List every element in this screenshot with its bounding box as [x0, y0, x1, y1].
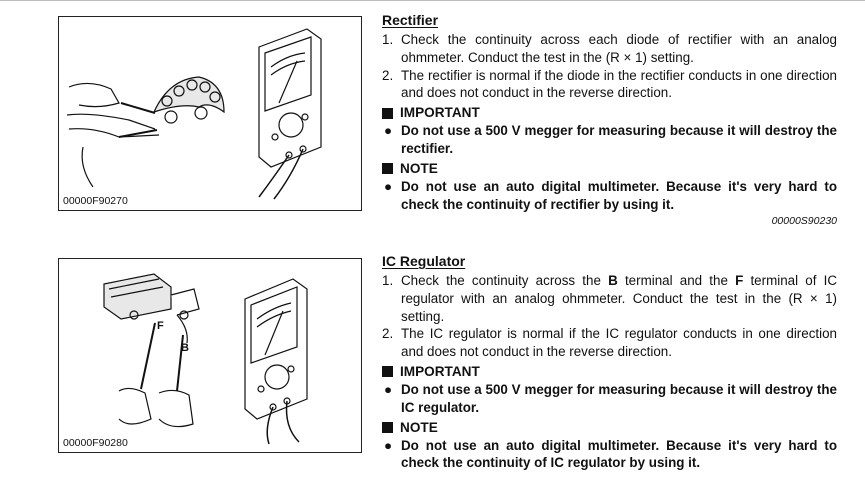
step-text: The rectifier is normal if the diode in …	[401, 67, 837, 101]
steps-list: 1. Check the continuity across each diod…	[382, 31, 837, 102]
ic-regulator-test-illustration: F B	[103, 273, 308, 445]
note-label-text: NOTE	[400, 160, 438, 176]
figure-code: 00000F90270	[63, 195, 128, 207]
step-text: Check the continuity across each diode o…	[401, 32, 837, 65]
step-number: 2.	[382, 67, 394, 83]
square-bullet-icon	[382, 163, 393, 175]
terminal-b: B	[608, 273, 618, 288]
top-rule	[0, 0, 865, 1]
rectifier-test-illustration	[66, 28, 322, 200]
bullet-icon: ●	[384, 381, 393, 397]
steps-list: 1. Check the continuity across the B ter…	[382, 272, 837, 361]
important-label: IMPORTANT	[382, 363, 837, 381]
step-item: 1. Check the continuity across the B ter…	[382, 272, 837, 325]
note-text: Do not use an auto digital multimeter. B…	[401, 437, 837, 471]
important-text: Do not use a 500 V megger for measuring …	[401, 123, 837, 156]
step-number: 2.	[382, 326, 394, 342]
bullet-icon: ●	[384, 123, 393, 139]
step-text: terminal of IC regulator with an analog …	[401, 273, 838, 324]
ic-regulator-test-figure: F B 00000F90280	[58, 258, 362, 453]
note-label-text: NOTE	[400, 419, 438, 435]
section-heading: Rectifier	[382, 12, 439, 28]
important-text: Do not use a 500 V megger for measuring …	[401, 381, 837, 415]
bullet-icon: ●	[384, 178, 393, 194]
step-item: 1. Check the continuity across each diod…	[382, 31, 837, 67]
important-item: ● Do not use a 500 V megger for measurin…	[382, 381, 837, 417]
step-text: The IC regulator is normal if the IC reg…	[401, 326, 837, 360]
rectifier-section: Rectifier 1. Check the continuity across…	[382, 12, 837, 227]
terminal-f: F	[735, 273, 744, 288]
square-bullet-icon	[382, 366, 393, 378]
figure-code: 00000F90280	[63, 437, 128, 449]
terminal-f-label: F	[157, 320, 164, 332]
terminal-b-label: B	[181, 342, 189, 354]
important-item: ● Do not use a 500 V megger for measurin…	[382, 122, 837, 158]
note-item: ● Do not use an auto digital multimeter.…	[382, 437, 837, 473]
step-item: 2. The rectifier is normal if the diode …	[382, 67, 837, 103]
section-code: 00000S90230	[771, 215, 837, 228]
step-item: 2. The IC regulator is normal if the IC …	[382, 325, 837, 361]
note-text: Do not use an auto digital multimeter. B…	[401, 178, 837, 212]
note-label: NOTE	[382, 160, 837, 178]
bullet-icon: ●	[384, 437, 393, 453]
square-bullet-icon	[382, 422, 393, 434]
note-label: NOTE	[382, 419, 837, 437]
step-text: terminal and the	[617, 273, 736, 288]
step-text: Check the continuity across the	[401, 273, 609, 288]
ic-regulator-section: IC Regulator 1. Check the continuity acr…	[382, 253, 837, 472]
square-bullet-icon	[382, 107, 393, 119]
rectifier-test-figure: 00000F90270	[58, 16, 362, 211]
section-heading: IC Regulator	[382, 253, 466, 269]
important-label-text: IMPORTANT	[400, 105, 480, 121]
note-item: ● Do not use an auto digital multimeter.…	[382, 178, 837, 214]
step-number: 1.	[382, 32, 394, 47]
important-label-text: IMPORTANT	[400, 363, 480, 379]
step-number: 1.	[382, 273, 394, 288]
important-label: IMPORTANT	[382, 104, 837, 122]
